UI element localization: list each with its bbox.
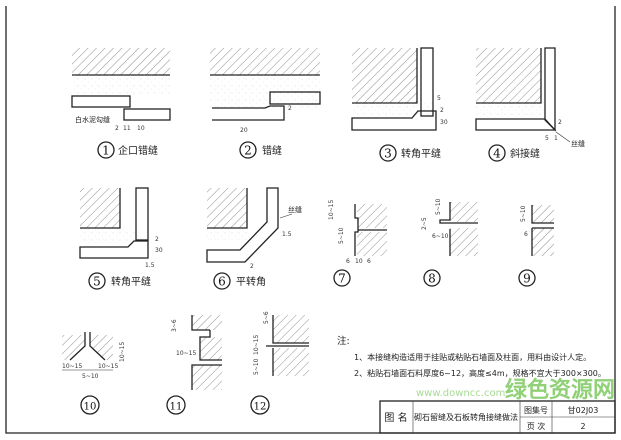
notes-heading: 注:: [337, 335, 350, 347]
figure-10: 10~15 10~15 10~15 5~10 10: [62, 332, 126, 415]
atlas-number-label: 图集号: [524, 405, 548, 415]
svg-text:5~10: 5~10: [82, 373, 99, 380]
svg-text:5~10: 5~10: [520, 205, 527, 222]
title-block: 图 名 砌石留缝及石板转角接缝做法 图集号 甘02J03 页 次 2: [379, 400, 616, 434]
svg-text:10~15: 10~15: [62, 363, 82, 370]
svg-text:5: 5: [437, 95, 441, 102]
svg-text:2~5: 2~5: [421, 217, 428, 230]
figure-7: 10~15 5~10 6 10 6 7: [328, 200, 387, 287]
figure-11-number: 11: [170, 402, 183, 413]
figure-4: 2 5 1 丝缝 4 斜接缝: [475, 47, 585, 162]
note-item: 2、粘贴石墙面石料厚度6~12，高度≤4m，规格不宜大于300×300。: [354, 368, 606, 378]
figure-1: 白水泥勾缝 2 11 10 1 企口错缝: [71, 48, 171, 159]
figure-5: 2 30 1.5 5 转角平缝: [79, 187, 163, 290]
figure-6-callout: 丝缝: [288, 205, 302, 214]
notes: 注: 1、本接缝构造适用于挂贴或粘贴石墙面及柱面，用料由设计人定。 2、粘贴石墙…: [337, 335, 606, 378]
svg-text:6: 6: [346, 258, 350, 265]
svg-text:30: 30: [155, 247, 163, 254]
svg-text:5~10: 5~10: [435, 198, 442, 215]
svg-text:10~15: 10~15: [119, 342, 126, 362]
svg-text:6~10: 6~10: [432, 233, 449, 240]
figure-7-number: 7: [338, 272, 346, 286]
figure-12: 5~6 10~15 5~10 12: [250, 311, 309, 415]
figure-3: 5 2 30 3 转角平缝: [351, 47, 448, 162]
svg-text:10~15: 10~15: [176, 350, 196, 357]
figure-9-number: 9: [523, 272, 531, 286]
atlas-number: 甘02J03: [568, 405, 599, 415]
svg-text:5: 5: [545, 135, 549, 142]
figure-12-number: 12: [254, 402, 267, 413]
figure-11: 3~6 10~15 11: [166, 315, 222, 415]
watermark-text: 绿色资源网: [505, 377, 615, 403]
svg-text:2: 2: [440, 107, 444, 114]
svg-text:10~15: 10~15: [98, 363, 118, 370]
figure-5-number: 5: [93, 275, 101, 289]
figure-2: 20 2 2 错缝: [210, 48, 321, 159]
figure-2-number: 2: [244, 144, 252, 158]
figure-10-number: 10: [84, 402, 97, 413]
svg-text:30: 30: [440, 119, 448, 126]
svg-text:1.5: 1.5: [282, 231, 292, 238]
svg-text:2: 2: [288, 105, 292, 112]
svg-text:10: 10: [137, 125, 145, 132]
svg-text:1: 1: [554, 135, 558, 142]
page-label: 页 次: [527, 421, 546, 431]
svg-text:2: 2: [155, 236, 159, 243]
svg-text:1.5: 1.5: [145, 262, 155, 269]
svg-text:20: 20: [240, 127, 248, 134]
svg-text:11: 11: [123, 125, 131, 132]
figure-1-callout: 白水泥勾缝: [75, 115, 110, 124]
svg-text:2: 2: [250, 263, 254, 270]
drawing-name-label: 图 名: [384, 411, 407, 424]
figure-4-callout: 丝缝: [571, 139, 585, 148]
svg-text:6: 6: [524, 231, 528, 238]
figure-2-label: 错缝: [262, 144, 282, 157]
svg-text:5~10: 5~10: [253, 358, 260, 375]
figure-3-number: 3: [384, 147, 392, 161]
note-item: 1、本接缝构造适用于挂贴或粘贴石墙面及柱面，用料由设计人定。: [354, 352, 591, 362]
svg-text:10: 10: [355, 258, 363, 265]
figure-1-label: 企口错缝: [118, 144, 158, 157]
figure-4-number: 4: [493, 147, 501, 161]
figure-5-label: 转角平缝: [111, 275, 151, 288]
figure-9: 5~10 6 9: [518, 205, 554, 287]
svg-text:2: 2: [115, 125, 119, 132]
svg-text:5~6: 5~6: [263, 311, 270, 324]
figure-8: 5~10 2~5 6~10 8: [421, 198, 478, 287]
sheet-frame: [5, 6, 616, 434]
watermark-url: www.downcc.com: [416, 388, 505, 399]
page-number: 2: [580, 422, 585, 431]
svg-text:5~10: 5~10: [338, 227, 345, 244]
svg-text:10~15: 10~15: [328, 200, 335, 220]
figure-6: 丝缝 1.5 2 6 平转角: [206, 187, 302, 290]
svg-text:10~15: 10~15: [253, 335, 260, 355]
figure-3-label: 转角平缝: [401, 147, 441, 160]
figure-6-label: 平转角: [236, 275, 266, 288]
figure-8-number: 8: [428, 272, 436, 286]
figure-1-number: 1: [102, 144, 110, 158]
svg-text:6: 6: [367, 258, 371, 265]
svg-text:3~6: 3~6: [171, 319, 178, 332]
figure-6-number: 6: [218, 275, 226, 289]
drawing-name: 砌石留缝及石板转角接缝做法: [414, 412, 518, 422]
svg-text:2: 2: [558, 119, 562, 126]
figure-4-label: 斜接缝: [510, 147, 540, 160]
